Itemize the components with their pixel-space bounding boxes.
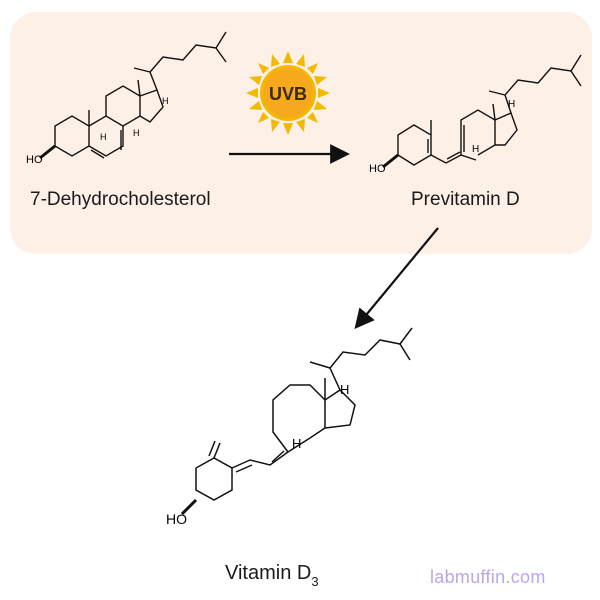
hydrogen-label-previtamin-b: H xyxy=(472,144,479,155)
hydrogen-label-previtamin-a: H xyxy=(508,99,515,110)
label-vitamin-d3: Vitamin D3 xyxy=(225,562,319,589)
hydrogen-label-7dhc-a: H xyxy=(100,132,107,142)
hydrogen-label-vitamin-d3-a: H xyxy=(340,382,349,397)
hydroxyl-label-previtamin: HO xyxy=(369,163,386,175)
hydrogen-label-7dhc-c: H xyxy=(162,96,169,106)
label-7-dehydrocholesterol: 7-Dehydrocholesterol xyxy=(30,189,211,210)
vitamin-d3-name: Vitamin D xyxy=(225,562,312,584)
hydrogen-label-vitamin-d3-b: H xyxy=(292,436,301,451)
vitamin-d3-subscript: 3 xyxy=(311,574,319,589)
hydroxyl-label-vitamin-d3: HO xyxy=(166,511,187,527)
watermark-text: labmuffin.com xyxy=(430,567,546,587)
hydrogen-label-7dhc-b: H xyxy=(133,128,140,138)
arrow-to-vitamin-d3 xyxy=(354,227,439,330)
label-previtamin-d: Previtamin D xyxy=(411,189,520,210)
uvb-label: UVB xyxy=(269,84,307,104)
hydroxyl-label-7dhc: HO xyxy=(26,154,43,166)
